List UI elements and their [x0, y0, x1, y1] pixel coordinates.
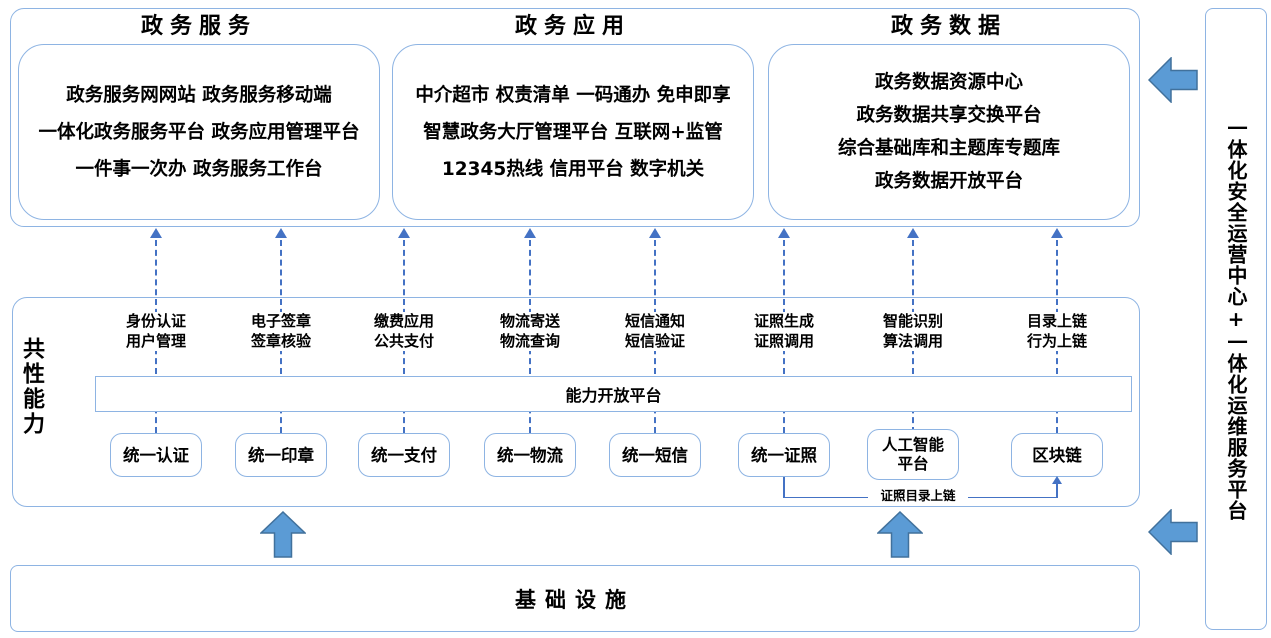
section-title-gov-applications: 政务应用: [514, 14, 631, 39]
block-arrow-left-icon: [1148, 57, 1198, 103]
unified-license-box: 统一证照: [738, 433, 830, 477]
ai-platform-box: 人工智能 平台: [867, 429, 959, 480]
connector-line: [783, 477, 785, 498]
capability-label-license: 证照生成 证照调用: [724, 312, 844, 351]
blockchain-box: 区块链: [1011, 433, 1103, 477]
unified-seal-box: 统一印章: [235, 433, 327, 477]
gov-data-line: 综合基础库和主题库专题库: [837, 138, 1060, 159]
infrastructure-box: 基础设施: [10, 565, 1140, 632]
dashed-arrow-head-icon: [778, 228, 790, 238]
capability-open-platform-bar: 能力开放平台: [95, 376, 1132, 412]
block-arrow-up-icon: [877, 511, 923, 558]
dashed-arrow-head-icon: [398, 228, 410, 238]
gov-services-line: 一体化政务服务平台 政务应用管理平台: [38, 121, 360, 143]
section-title-gov-data: 政务数据: [890, 14, 1007, 39]
gov-services-line: 一件事一次办 政务服务工作台: [75, 158, 323, 180]
capability-label-signature: 电子签章 签章核验: [221, 312, 341, 351]
block-arrow-left-icon: [1148, 509, 1198, 555]
gov-applications-line: 中介超市 权责清单 一码通办 免申即享: [415, 84, 731, 106]
unified-payment-box: 统一支付: [358, 433, 450, 477]
dashed-arrow-head-icon: [275, 228, 287, 238]
dashed-arrow-head-icon: [649, 228, 661, 238]
block-arrow-up-icon: [260, 511, 306, 558]
gov-services-box: 政务服务网网站 政务服务移动端 一体化政务服务平台 政务应用管理平台 一件事一次…: [18, 44, 380, 220]
dashed-arrow-head-icon: [150, 228, 162, 238]
gov-data-line: 政务数据开放平台: [874, 171, 1023, 192]
gov-data-box: 政务数据资源中心 政务数据共享交换平台 综合基础库和主题库专题库 政务数据开放平…: [768, 44, 1130, 220]
integrated-ops-sidebar: 一体化安全运营中心+一体化运维服务平台: [1205, 8, 1267, 630]
gov-applications-line: 智慧政务大厅管理平台 互联网+监管: [423, 121, 723, 143]
gov-applications-box: 中介超市 权责清单 一码通办 免申即享 智慧政务大厅管理平台 互联网+监管 12…: [392, 44, 754, 220]
connector-line: [1056, 483, 1058, 497]
capability-label-blockchain: 目录上链 行为上链: [997, 312, 1117, 351]
capability-label-identity: 身份认证 用户管理: [96, 312, 216, 351]
capability-label-logistics: 物流寄送 物流查询: [470, 312, 590, 351]
gov-applications-line: 12345热线 信用平台 数字机关: [441, 158, 705, 180]
gov-data-line: 政务数据共享交换平台: [856, 105, 1042, 126]
connector-arrow-head-icon: [1052, 476, 1062, 484]
capability-label-ai: 智能识别 算法调用: [853, 312, 973, 351]
gov-data-line: 政务数据资源中心: [874, 72, 1023, 93]
dashed-arrow-head-icon: [524, 228, 536, 238]
capability-label-payment: 缴费应用 公共支付: [344, 312, 464, 351]
common-capabilities-label: 共性能力: [19, 337, 44, 437]
unified-auth-box: 统一认证: [110, 433, 202, 477]
section-title-gov-services: 政务服务: [140, 14, 257, 39]
unified-logistics-box: 统一物流: [484, 433, 576, 477]
dashed-arrow-head-icon: [907, 228, 919, 238]
license-directory-chain-label: 证照目录上链: [868, 487, 968, 504]
dashed-arrow-head-icon: [1051, 228, 1063, 238]
integrated-ops-sidebar-label: 一体化安全运营中心+一体化运维服务平台: [1224, 117, 1248, 521]
unified-sms-box: 统一短信: [609, 433, 701, 477]
capability-label-sms: 短信通知 短信验证: [595, 312, 715, 351]
gov-services-line: 政务服务网网站 政务服务移动端: [66, 84, 332, 106]
